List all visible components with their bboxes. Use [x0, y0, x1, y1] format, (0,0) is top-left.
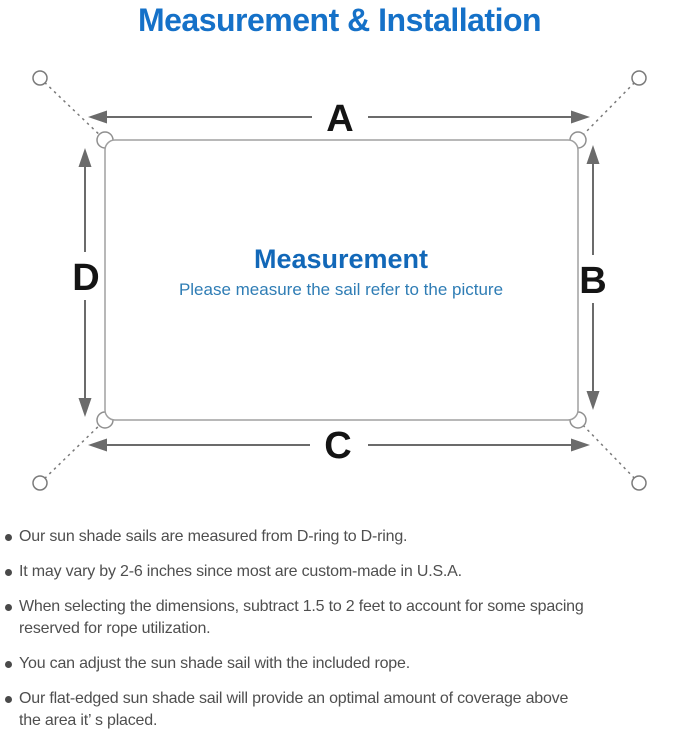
anchor-points [32, 70, 647, 491]
sail-outline [104, 139, 579, 421]
note-line: reserved for rope utilization. [19, 620, 211, 637]
dim-arrow-a [88, 110, 590, 124]
dim-label-d: D [72, 257, 99, 299]
bullet-icon [5, 569, 12, 576]
anchor-point [32, 475, 48, 491]
page-title: Measurement & Installation [137, 2, 542, 38]
measurement-diagram: A C D B Measurement Please measure the s… [0, 55, 679, 515]
note-line: It may vary by 2-6 inches since most are… [19, 563, 462, 580]
note-line: When selecting the dimensions, subtract … [19, 598, 584, 615]
anchor-dashed-line [577, 419, 640, 484]
dim-label-c: C [324, 425, 351, 467]
measurement-diagram-svg: A C D B Measurement Please measure the s… [32, 70, 647, 491]
anchor-dashed-line [577, 77, 640, 141]
note-line: the area it’ s placed. [19, 712, 158, 729]
arrowhead [78, 148, 92, 167]
diagram-subtitle: Please measure the sail refer to the pic… [179, 280, 503, 299]
note-text: Our sun shade sails are measured from D-… [19, 526, 407, 548]
notes-list: Our sun shade sails are measured from D-… [0, 515, 679, 732]
note-line: You can adjust the sun shade sail with t… [19, 655, 410, 672]
arrowhead [586, 145, 600, 164]
dim-arrow-d [78, 148, 92, 417]
bullet-icon [5, 604, 12, 611]
anchor-dashed-lines [39, 77, 640, 484]
anchor-dashed-line [39, 419, 106, 484]
note-text: It may vary by 2-6 inches since most are… [19, 561, 462, 583]
page-header: Measurement & Installation [0, 0, 679, 55]
arrowhead [571, 438, 590, 452]
arrowhead [586, 391, 600, 410]
diagram-heading: Measurement [254, 244, 428, 274]
dim-arrow-c [88, 438, 590, 452]
bullet-icon [5, 661, 12, 668]
anchor-point [631, 70, 647, 86]
note-text: Our flat-edged sun shade sail will provi… [19, 688, 568, 732]
note-line: Our sun shade sails are measured from D-… [19, 528, 408, 545]
list-item: You can adjust the sun shade sail with t… [5, 653, 671, 675]
anchor-point [631, 475, 647, 491]
list-item: Our flat-edged sun shade sail will provi… [5, 688, 671, 732]
note-text: You can adjust the sun shade sail with t… [19, 653, 410, 675]
dim-arrow-b [586, 145, 600, 410]
bullet-icon [5, 696, 12, 703]
arrowhead [88, 110, 107, 124]
arrowhead [88, 438, 107, 452]
list-item: When selecting the dimensions, subtract … [5, 596, 671, 640]
note-line: Our flat-edged sun shade sail will provi… [19, 690, 569, 707]
arrowhead [571, 110, 590, 124]
anchor-point [32, 70, 48, 86]
list-item: Our sun shade sails are measured from D-… [5, 526, 671, 548]
note-text: When selecting the dimensions, subtract … [19, 596, 584, 640]
anchor-dashed-line [39, 77, 106, 141]
dim-label-a: A [326, 98, 353, 140]
bullet-icon [5, 534, 12, 541]
list-item: It may vary by 2-6 inches since most are… [5, 561, 671, 583]
arrowhead [78, 398, 92, 417]
dim-label-b: B [579, 260, 606, 302]
